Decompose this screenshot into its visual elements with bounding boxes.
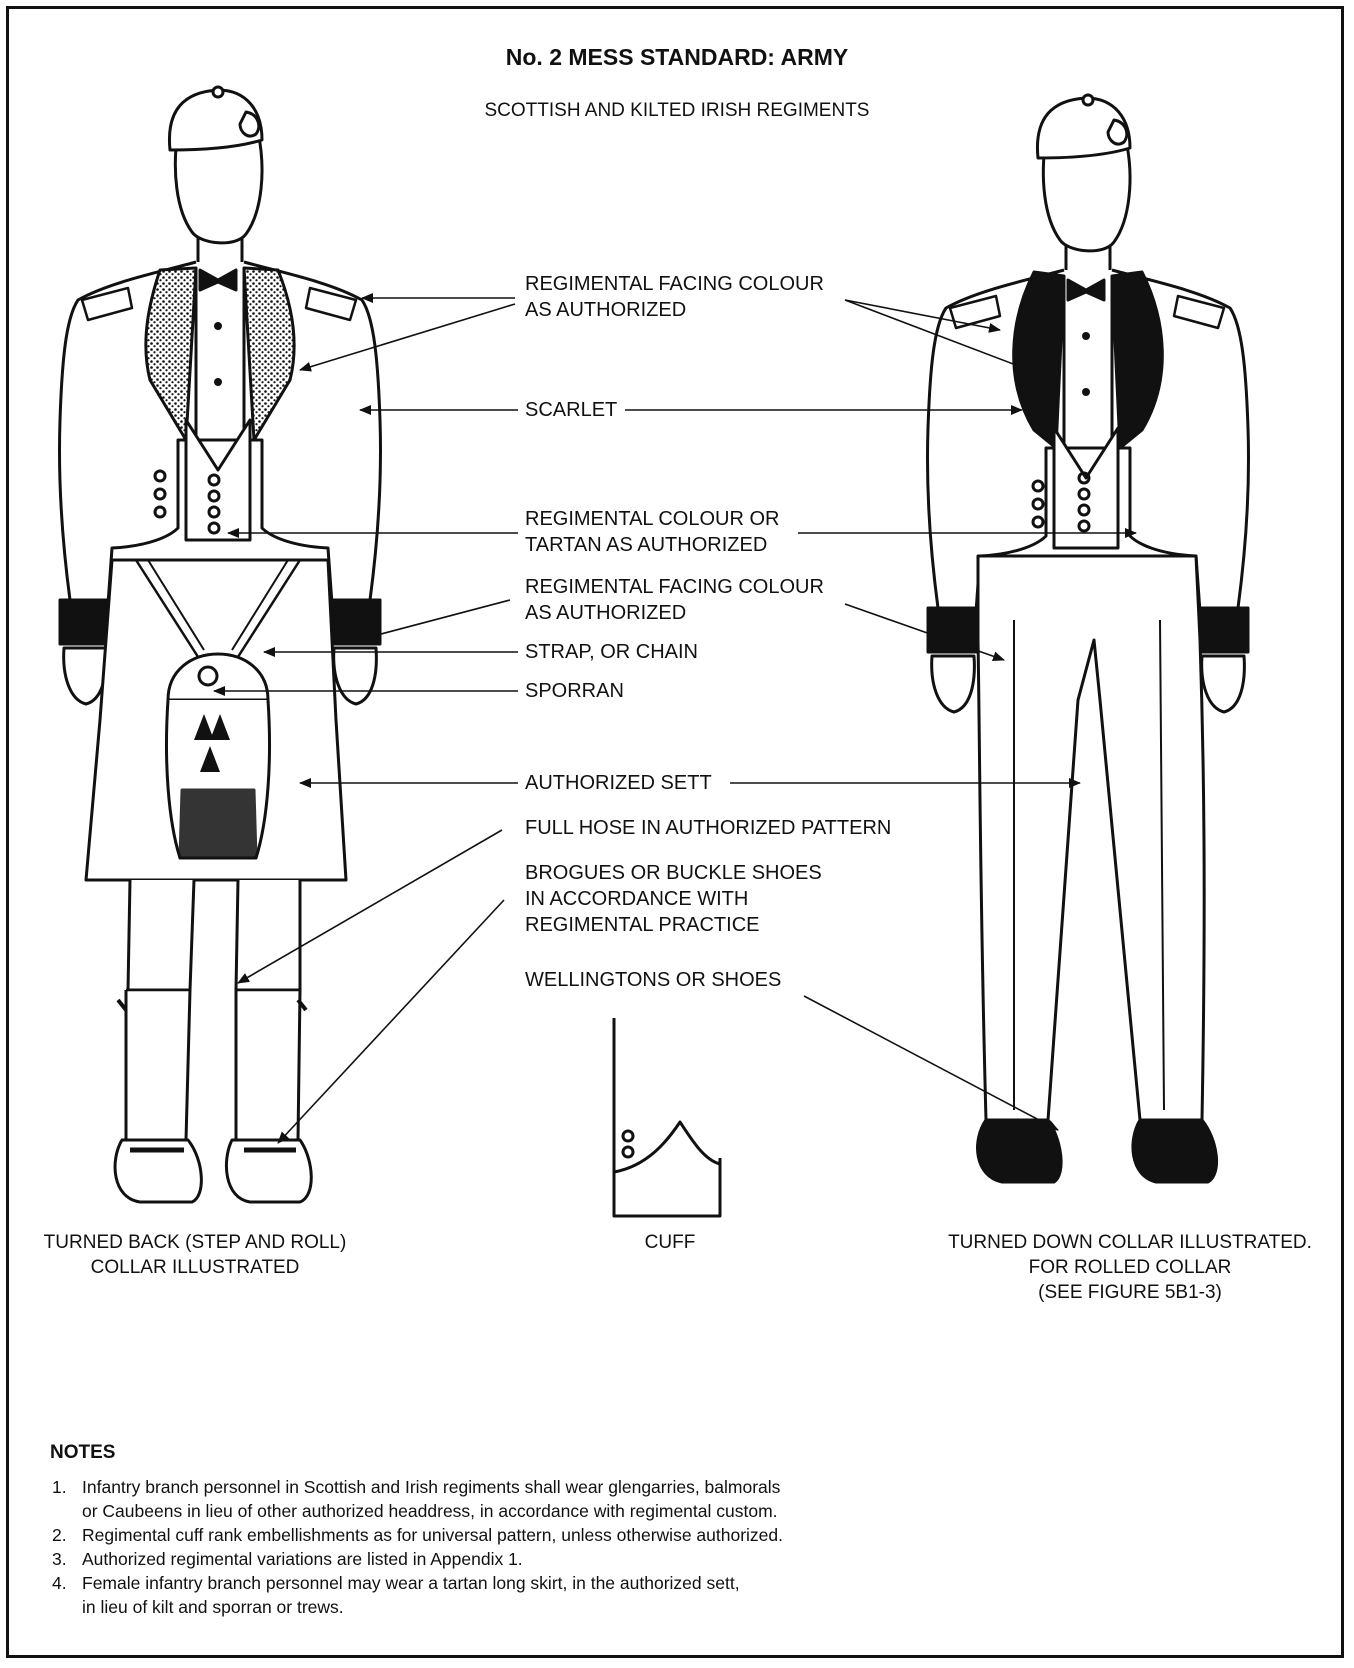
callout-strap: STRAP, OR CHAIN (525, 639, 698, 665)
trews-figure (927, 95, 1248, 1182)
right-hand (334, 648, 377, 704)
note-number: 1. (52, 1475, 67, 1499)
note-number: 4. (52, 1571, 67, 1595)
callout-line: STRAP, OR CHAIN (525, 639, 698, 665)
callout-hose: FULL HOSE IN AUTHORIZED PATTERN (525, 815, 891, 841)
callout-line: TARTAN AS AUTHORIZED (525, 532, 779, 558)
callout-line: REGIMENTAL FACING COLOUR (525, 574, 824, 600)
caption-line: FOR ROLLED COLLAR (920, 1255, 1340, 1280)
note-number: 2. (52, 1523, 67, 1547)
trousers (978, 556, 1204, 1120)
left-hand (64, 648, 107, 704)
note-line: or Caubeens in lieu of other authorized … (82, 1499, 783, 1523)
callout-sett: AUTHORIZED SETT (525, 770, 712, 796)
note-item: 2. Regimental cuff rank embellishments a… (52, 1523, 783, 1547)
caption-left: TURNED BACK (STEP AND ROLL) COLLAR ILLUS… (20, 1230, 370, 1280)
note-line: in lieu of kilt and sporran or trews. (82, 1595, 783, 1619)
callout-line: FULL HOSE IN AUTHORIZED PATTERN (525, 815, 891, 841)
right-wellington-icon (1133, 1120, 1217, 1182)
callout-line: REGIMENTAL PRACTICE (525, 912, 822, 938)
caption-line: CUFF (600, 1230, 740, 1255)
callout-line: AS AUTHORIZED (525, 297, 824, 323)
caption-line: TURNED BACK (STEP AND ROLL) (20, 1230, 370, 1255)
note-line: Authorized regimental variations are lis… (82, 1547, 783, 1571)
callout-wellingtons: WELLINGTONS OR SHOES (525, 967, 781, 993)
callout-facing-collar: REGIMENTAL FACING COLOUR AS AUTHORIZED (525, 271, 824, 323)
note-line: Female infantry branch personnel may wea… (82, 1571, 783, 1595)
callout-brogues: BROGUES OR BUCKLE SHOES IN ACCORDANCE WI… (525, 860, 822, 938)
callout-scarlet: SCARLET (525, 397, 617, 423)
note-line: Regimental cuff rank embellishments as f… (82, 1523, 783, 1547)
left-wellington-icon (978, 1120, 1062, 1182)
note-number: 3. (52, 1547, 67, 1571)
caption-line: (SEE FIGURE 5B1-3) (920, 1280, 1340, 1305)
callout-line: REGIMENTAL COLOUR OR (525, 506, 779, 532)
callout-sporran: SPORRAN (525, 678, 624, 704)
caption-center: CUFF (600, 1230, 740, 1255)
note-line: Infantry branch personnel in Scottish an… (82, 1475, 783, 1499)
kilted-figure (59, 87, 380, 1202)
callout-line: IN ACCORDANCE WITH (525, 886, 822, 912)
callout-line: SPORRAN (525, 678, 624, 704)
callout-facing-cuff: REGIMENTAL FACING COLOUR AS AUTHORIZED (525, 574, 824, 626)
callout-line: AUTHORIZED SETT (525, 770, 712, 796)
note-item: 4. Female infantry branch personnel may … (52, 1571, 783, 1619)
notes-list: 1. Infantry branch personnel in Scottish… (52, 1475, 783, 1619)
callout-line: WELLINGTONS OR SHOES (525, 967, 781, 993)
note-item: 3. Authorized regimental variations are … (52, 1547, 783, 1571)
callout-line: REGIMENTAL FACING COLOUR (525, 271, 824, 297)
cuff-detail (614, 1018, 720, 1216)
callout-line: AS AUTHORIZED (525, 600, 824, 626)
caption-line: COLLAR ILLUSTRATED (20, 1255, 370, 1280)
caption-line: TURNED DOWN COLLAR ILLUSTRATED. (920, 1230, 1340, 1255)
callout-line: SCARLET (525, 397, 617, 423)
notes-heading: NOTES (50, 1442, 115, 1464)
callout-line: BROGUES OR BUCKLE SHOES (525, 860, 822, 886)
caption-right: TURNED DOWN COLLAR ILLUSTRATED. FOR ROLL… (920, 1230, 1340, 1305)
note-item: 1. Infantry branch personnel in Scottish… (52, 1475, 783, 1523)
callout-waistcoat: REGIMENTAL COLOUR OR TARTAN AS AUTHORIZE… (525, 506, 779, 558)
